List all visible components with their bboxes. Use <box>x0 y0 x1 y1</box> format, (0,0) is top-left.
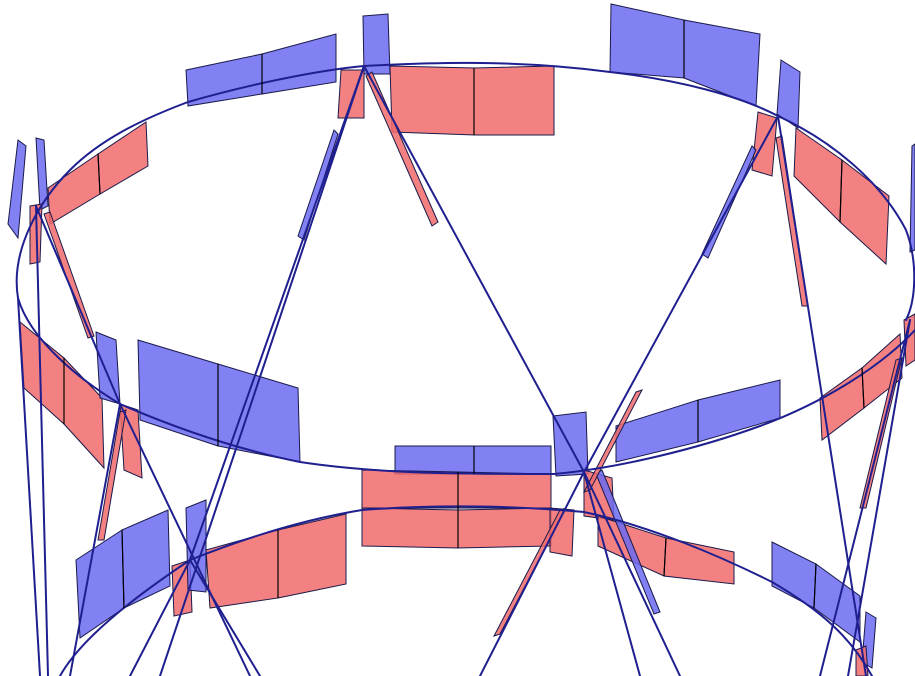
middle-ring-panel-blue <box>473 445 552 475</box>
lower-ring-panel-red <box>457 507 552 549</box>
middle-ring-panel-blue <box>552 411 589 477</box>
upper-ring-panel-blue <box>7 139 27 240</box>
upper-ring-panel-red <box>389 65 475 136</box>
brace-strip-red <box>43 211 95 339</box>
upper-ring-panel-red <box>97 121 149 195</box>
upper-ring-panel-blue <box>909 143 915 253</box>
brace-strip-red <box>492 507 568 637</box>
upper-ring-panel-blue <box>35 137 49 211</box>
lower-ring-member <box>59 505 873 676</box>
middle-ring-panel-red <box>119 403 143 479</box>
middle-ring-panel-blue <box>137 339 219 447</box>
upper-ring-panel-red <box>473 65 555 136</box>
diagonal-brace <box>17 297 41 676</box>
panel-divider <box>121 529 125 609</box>
upper-ring-panel-blue <box>776 59 801 129</box>
diagonal-brace <box>35 205 49 676</box>
diagonal-brace <box>583 471 641 676</box>
middle-ring-panel-blue <box>394 445 475 475</box>
diagonal-brace <box>189 559 261 676</box>
lower-ring-panel-blue <box>75 529 125 639</box>
panel-divider <box>97 153 101 195</box>
lower-ring-panel-blue <box>771 541 817 609</box>
diagonal-brace <box>819 319 911 676</box>
lower-ring-panel-red <box>361 507 459 549</box>
diagonal-brace <box>777 115 867 676</box>
panel-divider <box>839 159 843 223</box>
diagonal-brace <box>69 403 121 676</box>
upper-ring-panel-red <box>793 127 843 224</box>
middle-ring-member <box>17 297 915 475</box>
upper-ring-member <box>15 61 915 321</box>
diagonal-brace <box>35 205 121 405</box>
lower-ring-panel-red <box>663 537 735 585</box>
panel-divider <box>813 563 817 609</box>
diagonal-brace <box>189 65 365 561</box>
diagonal-brace <box>847 319 911 676</box>
diagonal-brace <box>119 403 251 676</box>
middle-ring-panel-red <box>457 471 552 509</box>
lower-ring-panel-red <box>171 559 193 617</box>
middle-ring-panel-red <box>361 469 459 509</box>
brace-strip-blue <box>297 129 339 241</box>
brace-strip-red <box>365 71 439 227</box>
middle-ring-panel-red <box>63 356 105 470</box>
panel-divider <box>663 537 667 577</box>
diagonal-brace <box>363 65 585 473</box>
upper-ring-panel-red <box>47 153 101 225</box>
panel-dividers <box>63 20 865 609</box>
upper-ring-panel-blue <box>185 53 263 107</box>
diagonal-brace <box>129 559 191 676</box>
upper-ring-panel-red <box>751 111 778 177</box>
upper-ring-panel-blue <box>261 33 337 95</box>
upper-ring-panel-blue <box>609 3 685 79</box>
diagonal-brace <box>583 471 681 676</box>
brace-strip-red <box>582 389 644 493</box>
diagonal-brace <box>479 471 585 676</box>
lower-ring-panel-blue <box>121 509 171 609</box>
diagonal-brace <box>583 115 779 473</box>
panel-divider <box>861 367 865 409</box>
force-panels <box>7 3 915 676</box>
frame-members <box>15 61 915 676</box>
diagonal-brace <box>159 65 365 676</box>
